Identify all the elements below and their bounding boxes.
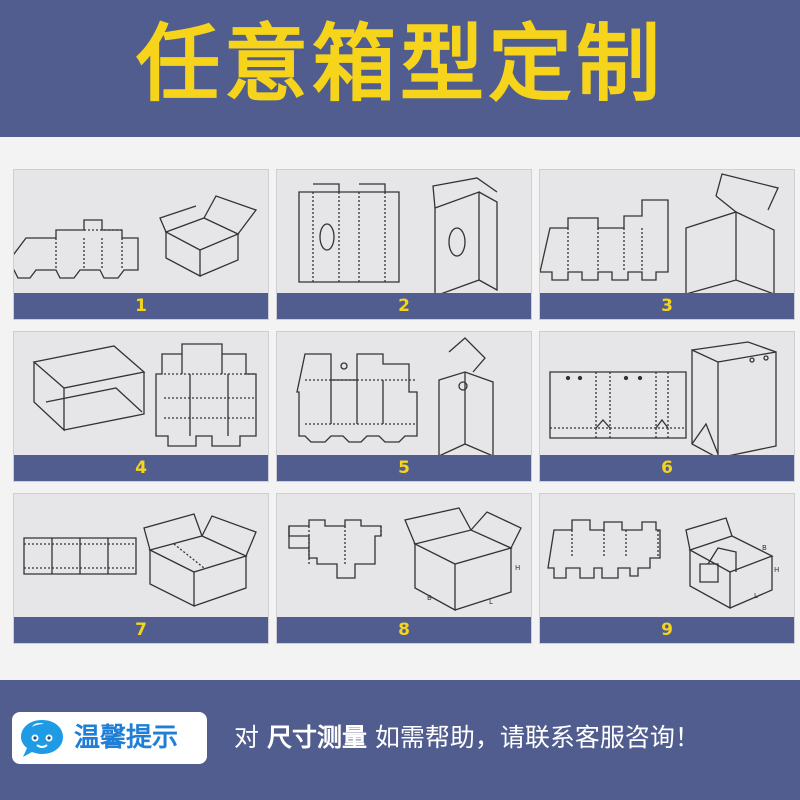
tissue-box-icon: [298, 177, 498, 294]
box-type-card-3[interactable]: 3: [539, 169, 795, 320]
box-type-label: 9: [540, 617, 794, 643]
hanging-tab-box-icon: [296, 337, 494, 456]
tip-message: 对 尺寸测量 如需帮助，请联系客服咨询！: [234, 712, 700, 764]
tuck-end-box-icon: [14, 195, 258, 279]
display-tray-box-icon: [32, 343, 257, 447]
box-type-label: 6: [540, 455, 794, 481]
rsc-carton-icon: B L H: [288, 507, 522, 612]
box-type-card-7[interactable]: 7: [13, 493, 269, 644]
chat-bubble-icon: [21, 720, 63, 757]
box-type-card-1[interactable]: 1: [13, 169, 269, 320]
svg-text:H: H: [774, 566, 779, 574]
footer-banner: 温馨提示 对 尺寸测量 如需帮助，请联系客服咨询！: [0, 680, 800, 800]
svg-text:L: L: [489, 598, 493, 606]
page-title: 任意箱型定制: [135, 15, 664, 113]
crash-lock-box-icon: B H L: [547, 517, 779, 610]
box-type-card-8[interactable]: B L H 8: [276, 493, 532, 644]
box-type-card-9[interactable]: B H L 9: [539, 493, 795, 644]
header-banner: 任意箱型定制: [0, 0, 800, 137]
tip-badge-label: 温馨提示: [74, 723, 179, 753]
svg-text:H: H: [515, 564, 520, 572]
snap-lock-bottom-box-icon: [540, 173, 779, 294]
tip-highlight: 尺寸测量: [266, 723, 367, 752]
box-type-label: 2: [277, 293, 531, 319]
box-type-label: 3: [540, 293, 794, 319]
shipping-carton-icon: [23, 513, 257, 608]
box-type-label: 4: [14, 455, 268, 481]
svg-text:L: L: [754, 592, 758, 600]
svg-text:B: B: [427, 594, 432, 602]
tip-badge: 温馨提示: [12, 712, 207, 764]
box-type-label: 7: [14, 617, 268, 643]
paper-bag-icon: [549, 341, 777, 456]
box-type-label: 1: [14, 293, 268, 319]
box-type-label: 8: [277, 617, 531, 643]
box-type-card-5[interactable]: 5: [276, 331, 532, 482]
box-type-card-4[interactable]: 4: [13, 331, 269, 482]
box-type-card-6[interactable]: 6: [539, 331, 795, 482]
tip-prefix: 对: [234, 723, 267, 752]
box-type-card-2[interactable]: 2: [276, 169, 532, 320]
svg-text:B: B: [762, 544, 767, 552]
tip-suffix: 如需帮助，请联系客服咨询！: [366, 723, 700, 752]
box-type-label: 5: [277, 455, 531, 481]
